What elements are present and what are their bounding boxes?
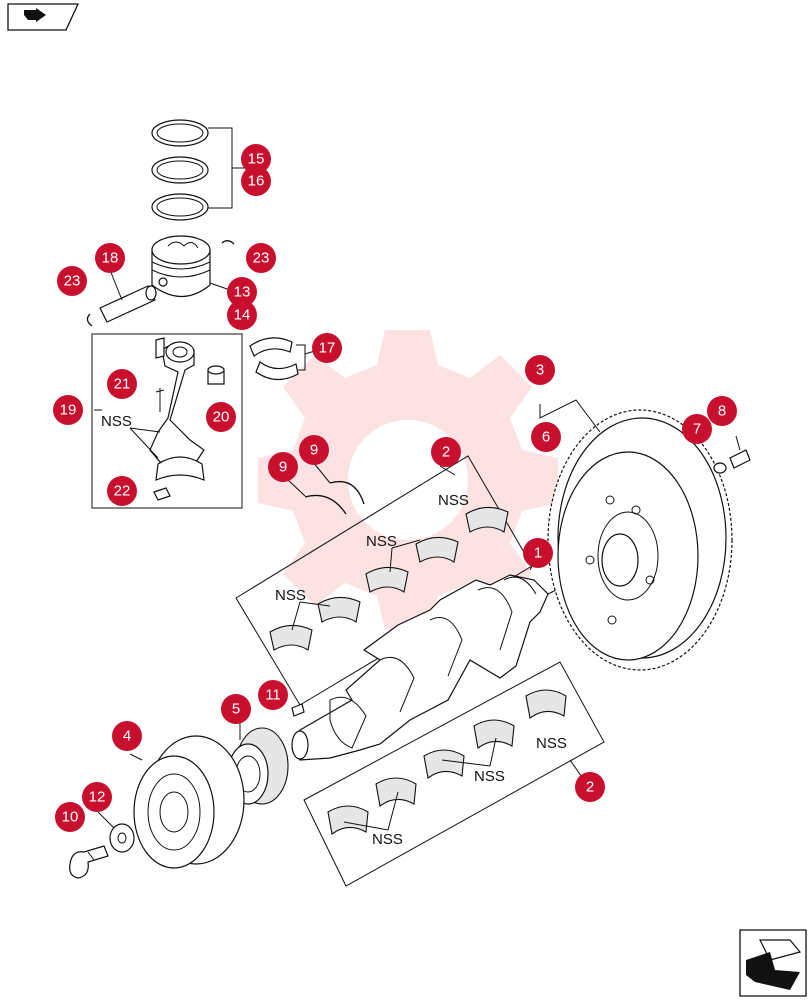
page-back-arrow-icon[interactable] <box>7 3 80 31</box>
callout-4[interactable]: 4 <box>112 721 142 751</box>
callout-2-upper[interactable]: 2 <box>431 437 461 467</box>
nss-label: NSS <box>536 735 567 752</box>
piston-pin <box>99 264 157 323</box>
callout-12[interactable]: 12 <box>82 782 112 812</box>
callout-22[interactable]: 22 <box>107 476 137 506</box>
callout-14[interactable]: 14 <box>227 300 257 330</box>
callout-9-right[interactable]: 9 <box>299 435 329 465</box>
svg-text:4: 4 <box>123 728 131 745</box>
callout-3[interactable]: 3 <box>525 355 555 385</box>
svg-text:14: 14 <box>234 307 251 324</box>
flywheel-washer <box>713 462 727 474</box>
callout-5[interactable]: 5 <box>221 694 251 724</box>
callout-16[interactable]: 16 <box>241 166 271 196</box>
svg-text:9: 9 <box>279 459 287 476</box>
nss-label: NSS <box>438 492 469 509</box>
nss-labels: NSS NSS NSS NSS NSS NSS NSS <box>101 413 567 848</box>
svg-text:15: 15 <box>248 151 265 168</box>
thrust-washers <box>285 461 365 515</box>
callout-9-left[interactable]: 9 <box>268 452 298 482</box>
svg-text:9: 9 <box>310 442 318 459</box>
callout-19[interactable]: 19 <box>53 395 83 425</box>
svg-text:1: 1 <box>534 545 542 562</box>
svg-text:8: 8 <box>718 403 726 420</box>
callout-17[interactable]: 17 <box>312 333 342 363</box>
conrod-bearing-shells <box>249 337 319 381</box>
svg-text:7: 7 <box>693 421 701 438</box>
callout-10[interactable]: 10 <box>55 802 85 832</box>
flywheel <box>539 399 733 671</box>
callout-20[interactable]: 20 <box>206 402 236 432</box>
callout-6[interactable]: 6 <box>531 422 561 452</box>
svg-text:11: 11 <box>265 687 281 704</box>
callout-13[interactable]: 13 <box>227 277 257 307</box>
svg-text:17: 17 <box>319 340 336 357</box>
callout-23-right[interactable]: 23 <box>246 243 276 273</box>
piston <box>151 235 231 297</box>
connecting-rod-assembly <box>91 333 243 509</box>
callout-23-left[interactable]: 23 <box>57 266 87 296</box>
callout-21[interactable]: 21 <box>107 369 137 399</box>
flywheel-bolt <box>729 435 751 469</box>
callout-2-lower[interactable]: 2 <box>575 772 605 802</box>
snap-rings <box>86 240 235 327</box>
upper-main-bearings <box>235 455 533 706</box>
gear-logo-watermark-icon <box>258 330 558 630</box>
callout-18[interactable]: 18 <box>95 243 125 273</box>
svg-text:23: 23 <box>64 273 81 290</box>
svg-text:22: 22 <box>114 483 131 500</box>
pulley-washer <box>97 811 135 853</box>
svg-text:20: 20 <box>213 409 230 426</box>
piston-rings <box>151 119 244 221</box>
callout-15[interactable]: 15 <box>241 144 271 174</box>
svg-text:13: 13 <box>234 284 251 301</box>
nss-label: NSS <box>101 413 132 430</box>
callout-11[interactable]: 11 <box>258 680 288 710</box>
crank-pulley <box>129 735 245 869</box>
svg-text:16: 16 <box>248 173 265 190</box>
pulley-bolt <box>69 845 109 879</box>
callout-7[interactable]: 7 <box>682 414 712 444</box>
svg-text:12: 12 <box>89 789 106 806</box>
callout-8[interactable]: 8 <box>707 396 737 426</box>
page-forward-arrow-icon[interactable] <box>739 929 807 997</box>
svg-text:10: 10 <box>62 809 79 826</box>
svg-text:23: 23 <box>253 250 270 267</box>
nss-label: NSS <box>366 533 397 550</box>
nss-label: NSS <box>275 587 306 604</box>
lower-main-bearings <box>303 661 605 887</box>
callout-1[interactable]: 1 <box>523 538 553 568</box>
svg-text:6: 6 <box>542 429 550 446</box>
svg-text:18: 18 <box>102 250 119 267</box>
svg-text:2: 2 <box>586 779 594 796</box>
woodruff-key <box>291 703 305 717</box>
svg-text:21: 21 <box>114 376 131 393</box>
svg-text:19: 19 <box>60 402 77 419</box>
nss-label: NSS <box>474 768 505 785</box>
svg-text:5: 5 <box>232 701 240 718</box>
svg-text:2: 2 <box>442 444 450 461</box>
svg-text:3: 3 <box>536 362 544 379</box>
nss-label: NSS <box>372 831 403 848</box>
